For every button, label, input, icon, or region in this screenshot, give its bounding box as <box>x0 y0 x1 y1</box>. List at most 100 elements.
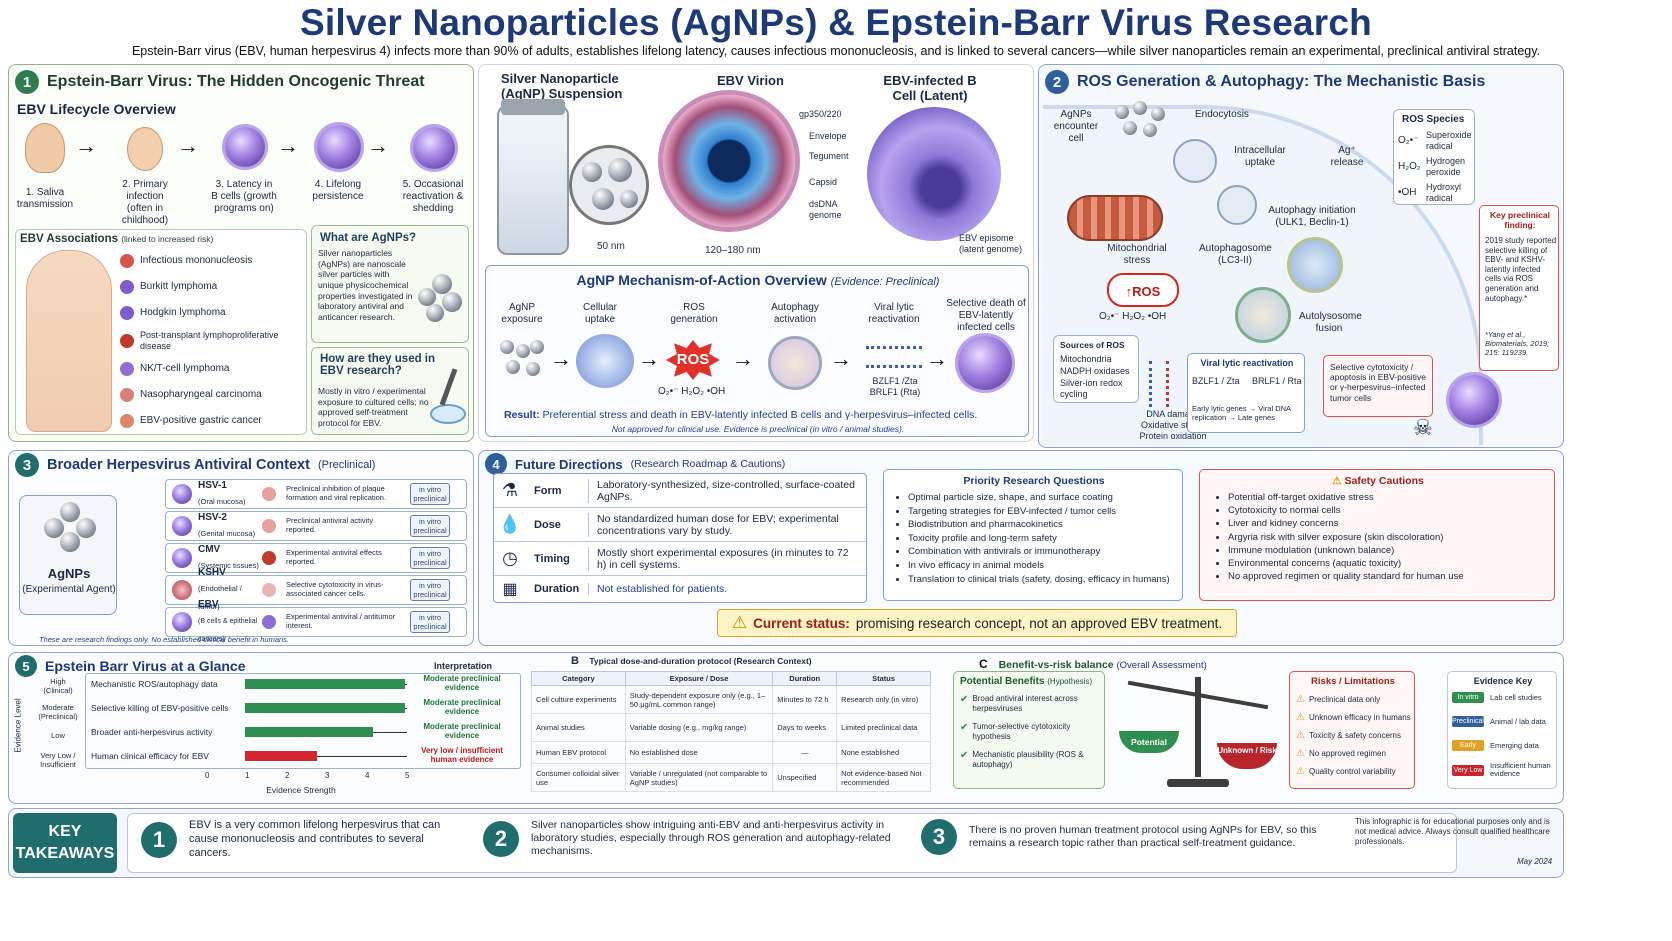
chart-tick-label: 0 <box>205 771 210 780</box>
warning-icon: ⚠ <box>1332 475 1342 487</box>
cell-icon <box>120 362 134 376</box>
virus-row: HSV-1(Oral mucosa) Preclinical inhibitio… <box>165 479 467 509</box>
hsv2-icon <box>172 516 192 536</box>
lymph-cells-icon <box>120 280 134 294</box>
lytic-genes-label: BZLF1 /Zta BRLF1 (Rta) <box>869 376 921 397</box>
reactivation-cell-icon <box>413 127 455 169</box>
how-used-box: How are they used in EBV research? Mostl… <box>311 347 469 435</box>
chart-interpretation-label: Moderate preclinical evidence <box>423 698 501 716</box>
associations-note: (linked to increased risk) <box>121 234 214 244</box>
panel-c-title: Benefit-vs-risk balance <box>998 659 1114 671</box>
key-finding-box: Key preclinical finding: 2019 study repo… <box>1479 205 1559 371</box>
ag-release-label: Ag⁺ release <box>1330 145 1364 168</box>
autophagy-icon <box>768 336 822 390</box>
association-item: Infectious mononucleosis <box>120 248 304 274</box>
chart-pointer-line <box>317 756 407 757</box>
ros-burst-icon: ↑ROS <box>1107 273 1179 307</box>
balance-scale-icon: Potential Unknown / Risk <box>1115 671 1281 791</box>
latent-cell-icon <box>225 127 265 167</box>
cmv-icon <box>172 548 192 568</box>
page-subtitle: Epstein-Barr virus (EBV, human herpesvir… <box>131 44 1541 58</box>
ros-species-title: ROS Species <box>1402 114 1465 125</box>
mitochondrion-icon <box>1067 195 1163 241</box>
safety-cautions-box: ⚠ Safety Cautions Potential off-target o… <box>1199 469 1555 601</box>
moa-step: Selective death of EBV-latently infected… <box>946 298 1026 333</box>
virion-label: dsDNA genome <box>809 199 842 220</box>
panel3-footnote: These are research findings only. No est… <box>39 635 289 644</box>
ros-source-item: Mitochondria <box>1060 354 1112 364</box>
lytic-title: Viral lytic reactivation <box>1200 358 1294 368</box>
mito-stress-label: Mitochondrial stress <box>1107 243 1167 266</box>
evidence-tag: in vitro preclinical <box>410 611 450 633</box>
arrow-icon: → <box>830 346 852 371</box>
panel-title: Broader Herpesvirus Antiviral Context <box>47 457 310 473</box>
x-axis-title: Evidence Strength <box>266 785 336 795</box>
chart-bar <box>245 679 405 689</box>
lifecycle-step: 4. Lifelong persistence <box>312 179 364 202</box>
key-finding-citation: *Yang et al., Biomaterials, 2019; 215: 1… <box>1485 330 1550 357</box>
panel-title-note: (Preclinical) <box>317 459 376 471</box>
dna-helix-icon <box>866 346 922 368</box>
kshv-icon <box>172 580 192 600</box>
chart-tick-label: 5 <box>405 771 410 780</box>
association-item: NK/T-cell lymphoma <box>120 356 304 382</box>
virion-scale-label: 120–180 nm <box>705 245 761 256</box>
chart-frame <box>85 673 521 769</box>
tumor-cell-icon <box>262 583 276 597</box>
pipette-icon <box>439 368 458 406</box>
stomach-icon <box>120 414 134 428</box>
risks-title: Risks / Limitations <box>1311 676 1395 687</box>
risk-item: ⚠No approved regimen <box>1296 748 1386 759</box>
protocol-row: 💧 Dose No standardized human dose for EB… <box>494 508 866 542</box>
table-header: Category <box>531 671 626 686</box>
chart-bar <box>245 751 317 761</box>
agnp-cluster-icon <box>44 502 96 554</box>
autolysosome-label: Autolysosome fusion <box>1299 311 1362 334</box>
ros-burst-icon: ROS <box>666 340 720 380</box>
child-icon <box>127 127 163 171</box>
priority-title: Priority Research Questions <box>963 475 1105 487</box>
risk-item: ⚠Preclinical data only <box>1296 694 1381 705</box>
center-illustrations: Silver Nanoparticle (AgNP) Suspension 50… <box>478 64 1034 442</box>
lifecycle-step: 5. Occasional reactivation & shedding <box>402 179 464 214</box>
lytic-text: Early lytic genes → Viral DNA replicatio… <box>1192 404 1291 422</box>
how-used-title: How are they used in EBV research? <box>320 353 436 377</box>
arrow-icon: → <box>732 346 754 371</box>
status-label: Current status: <box>753 615 850 631</box>
check-icon: ✔ <box>960 694 969 705</box>
benefit-item: ✔Broad antiviral interest across herpesv… <box>960 694 1078 713</box>
calendar-icon: ▦ <box>502 581 518 598</box>
warning-icon: ⚠ <box>1296 748 1305 759</box>
autophagosome-icon <box>1287 237 1343 293</box>
page-title: Silver Nanoparticles (AgNPs) & Epstein-B… <box>300 2 1372 43</box>
takeaway-item: 2 Silver nanoparticles show intriguing a… <box>483 819 923 858</box>
body-silhouette-icon <box>26 250 112 432</box>
flask-icon: ⚗ <box>501 480 519 500</box>
lifecycle-title: EBV Lifecycle Overview <box>17 101 176 117</box>
association-item: Hodgkin lymphoma <box>120 300 304 326</box>
chart-tick-label: 4 <box>365 771 370 780</box>
chart-bar <box>245 703 405 713</box>
panel-at-a-glance: 5 Epstein Barr Virus at a Glance Interpr… <box>8 652 1564 804</box>
nasopharynx-icon <box>120 388 134 402</box>
moa-step: Cellular uptake <box>583 302 617 325</box>
association-item: Post-transplant lymphoproliferative dise… <box>120 326 304 356</box>
chart-category-label: Broader anti-herpesvirus activity <box>91 727 213 737</box>
chart-pointer-line <box>373 732 407 733</box>
autophagosome-label: Autophagosome (LC3-II) <box>1199 243 1272 266</box>
clock-icon: ◷ <box>502 548 518 568</box>
priority-questions-box: Priority Research Questions Optimal part… <box>883 469 1183 601</box>
ros-source-item: Silver-ion redox cycling <box>1060 378 1123 399</box>
virion-label: gp350/220 <box>799 109 842 119</box>
panel-number: 5 <box>15 655 37 677</box>
panel-future-directions: 4 Future Directions (Research Roadmap & … <box>478 450 1564 646</box>
warning-icon: ⚠ <box>731 613 748 632</box>
panel-title: ROS Generation & Autophagy: The Mechanis… <box>1077 73 1486 90</box>
risk-item: ⚠Quality control variability <box>1296 766 1396 777</box>
